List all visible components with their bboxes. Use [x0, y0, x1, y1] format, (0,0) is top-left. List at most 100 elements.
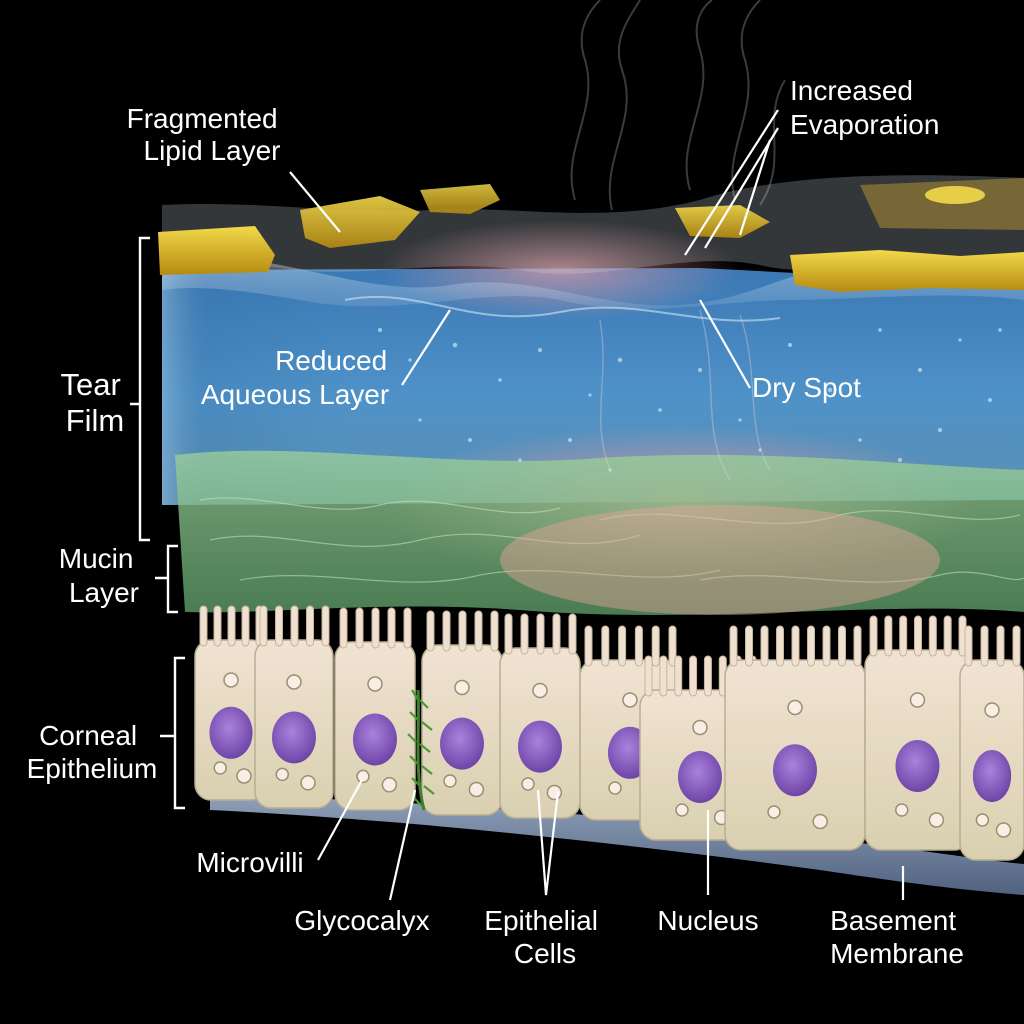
- basement-membrane-label-line2: Membrane: [830, 938, 964, 969]
- microvilli-label: Microvilli: [196, 847, 303, 878]
- microvillus: [426, 610, 435, 652]
- microvillus: [306, 605, 314, 647]
- increased-evaporation-label: Increased Evaporation: [790, 75, 939, 140]
- microvillus: [853, 625, 862, 667]
- basement-membrane: [210, 795, 1024, 895]
- microvillus: [807, 625, 815, 667]
- mucin-layer-bracket: [155, 544, 178, 614]
- aqueous-particles: [358, 328, 1002, 472]
- cell-vacuole: [454, 679, 470, 696]
- microvillus: [914, 615, 922, 657]
- microvillus: [928, 615, 937, 657]
- increased-evaporation-label-line2: Evaporation: [790, 109, 939, 140]
- tissue-block: [158, 175, 1024, 895]
- nucleus: [272, 711, 316, 764]
- microvillus: [213, 605, 222, 647]
- mucin-layer-label-line1: Mucin: [59, 543, 134, 574]
- cell-vacuole: [692, 719, 708, 736]
- cell-vacuole: [546, 784, 563, 801]
- microvillus: [387, 607, 396, 649]
- nucleus: [209, 706, 253, 759]
- cell-vacuole: [767, 805, 781, 819]
- microvillus: [504, 613, 513, 655]
- microvillus: [980, 625, 989, 667]
- microvillus: [442, 610, 451, 652]
- cell-vacuole: [975, 813, 990, 827]
- microvillus: [458, 610, 467, 652]
- cell-vacuole: [286, 674, 302, 690]
- microvillus: [668, 625, 677, 667]
- microvillus: [371, 607, 380, 649]
- microvillus: [659, 655, 668, 697]
- brackets: [130, 236, 185, 810]
- corneal-epithelial-cells: [194, 605, 1024, 861]
- cell-vacuole: [622, 692, 638, 708]
- nucleus: [773, 744, 817, 797]
- corneal-epithelium-bracket: [160, 656, 185, 810]
- glycocalyx-label: Glycocalyx: [294, 905, 429, 936]
- tear-film-label-line1: Tear: [61, 367, 121, 402]
- tear-film-label-line2: Film: [66, 403, 125, 438]
- microvillus: [241, 605, 250, 647]
- microvillus: [403, 607, 412, 649]
- microvillus: [490, 610, 499, 652]
- fragmented-lipid-layer-label-line1: Fragmented: [127, 103, 278, 134]
- reduced-aqueous-layer-label-line1: Reduced: [275, 345, 387, 376]
- glycocalyx: [407, 689, 435, 811]
- nucleus: [518, 720, 562, 773]
- basement-membrane-label: Basement Membrane: [830, 905, 964, 969]
- microvillus: [634, 625, 643, 667]
- microvillus: [339, 607, 348, 649]
- fragmented-lipid-layer-label: Fragmented Lipid Layer: [127, 103, 286, 166]
- tear-film-label: Tear Film: [61, 367, 130, 438]
- nucleus: [440, 717, 484, 770]
- microvillus: [568, 613, 577, 655]
- cell-vacuole: [532, 682, 548, 699]
- microvillus: [552, 613, 561, 655]
- microvillus: [899, 615, 908, 657]
- fragmented-lipid-layer-label-line2: Lipid Layer: [144, 135, 281, 166]
- cell-vacuole: [909, 692, 926, 708]
- microvillus: [651, 625, 660, 667]
- cell-vacuole: [356, 769, 370, 784]
- reduced-aqueous-layer-label: Reduced Aqueous Layer: [201, 345, 395, 410]
- epithelial-cells-label-line1: Epithelial: [484, 905, 598, 936]
- microvillus: [644, 655, 653, 697]
- microvillus: [520, 613, 529, 655]
- microvillus: [745, 625, 753, 667]
- cell-vacuole: [895, 803, 909, 817]
- microvillus: [674, 655, 683, 697]
- cell-vacuole: [675, 803, 689, 817]
- epithelial-cells-label: Epithelial Cells: [484, 905, 605, 969]
- nucleus: [972, 750, 1012, 802]
- microvillus: [355, 607, 364, 649]
- cell-vacuole: [468, 781, 485, 798]
- microvillus: [996, 625, 1005, 667]
- microvillus: [943, 615, 952, 657]
- microvillus: [791, 625, 800, 667]
- microvillus: [199, 605, 208, 647]
- cell-vacuole: [995, 822, 1012, 838]
- cell-vacuole: [223, 672, 239, 688]
- microvillus: [584, 625, 593, 667]
- cell-vacuole: [236, 768, 252, 784]
- increased-evaporation-label-line1: Increased: [790, 75, 913, 106]
- nucleus: [678, 751, 722, 803]
- corneal-epithelium-label-line1: Corneal: [39, 720, 137, 751]
- microvillus: [689, 655, 698, 697]
- microvillus: [618, 625, 627, 667]
- cell-vacuole: [812, 813, 828, 830]
- corneal-epithelium-label-line2: Epithelium: [27, 753, 158, 784]
- corneal-epithelium-label: Corneal Epithelium: [27, 720, 158, 784]
- basement-membrane-label-line1: Basement: [830, 905, 956, 936]
- cell-vacuole: [275, 767, 290, 782]
- microvillus: [227, 605, 236, 647]
- microvillus: [1012, 625, 1021, 667]
- microvillus: [474, 610, 483, 652]
- microvillus: [703, 655, 712, 697]
- nucleus: [353, 713, 397, 766]
- epithelial-cells-label-line2: Cells: [514, 938, 576, 969]
- cell-vacuole: [300, 775, 316, 791]
- microvillus: [729, 625, 738, 667]
